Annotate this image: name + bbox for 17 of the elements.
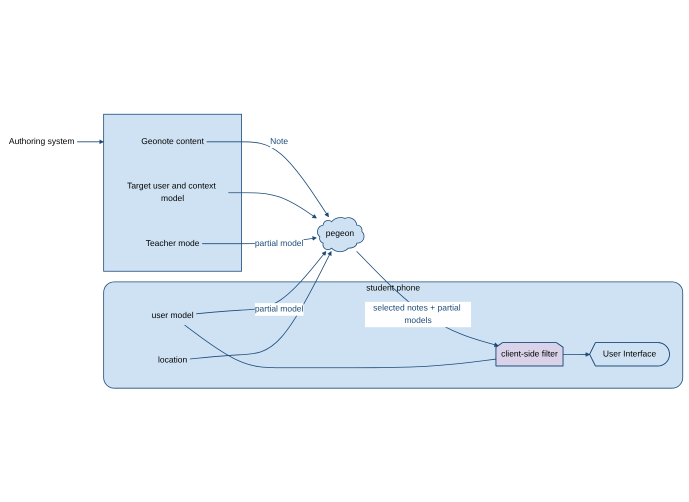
node-text: Teacher mode <box>146 238 200 248</box>
edge-label: partial model <box>254 304 304 314</box>
arrow <box>206 141 329 217</box>
node-text: Authoring system <box>8 136 74 146</box>
node-text: Target user and context model <box>127 181 216 204</box>
node-text: location <box>158 356 188 365</box>
edge-label: Note <box>270 136 288 146</box>
edge-label: selected notes + partial models <box>373 303 461 325</box>
arrow <box>562 352 590 357</box>
arrow <box>76 139 104 144</box>
node-text: Geonote content <box>141 136 204 146</box>
connector <box>184 324 497 368</box>
cluster <box>103 114 242 272</box>
arrow <box>228 192 317 218</box>
node-text: user model <box>152 311 194 320</box>
arrow <box>356 250 499 347</box>
edge-label: partial model <box>254 238 304 248</box>
